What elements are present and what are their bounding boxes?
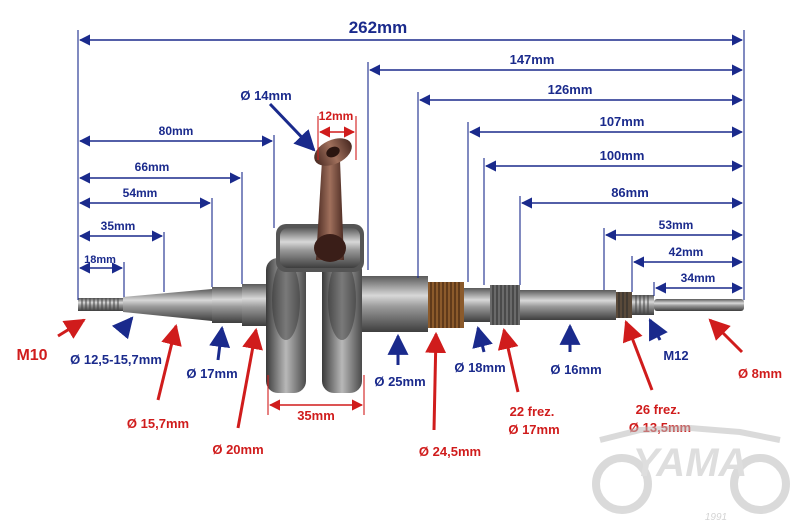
- callout-d8: Ø 8mm: [738, 366, 782, 381]
- callout-m10: M10: [16, 347, 47, 364]
- label-147: 147mm: [510, 52, 555, 67]
- callout-m12: M12: [663, 348, 688, 363]
- label-54: 54mm: [123, 186, 158, 200]
- logo-text: YAMA: [633, 441, 748, 485]
- label-126: 126mm: [548, 82, 593, 97]
- pointer-d157: [156, 323, 182, 401]
- callout-d157: Ø 15,7mm: [127, 416, 189, 431]
- callout-spline22-count: 22 frez.: [510, 404, 555, 419]
- label-80: 80mm: [159, 124, 194, 138]
- label-42: 42mm: [669, 245, 704, 259]
- label-total: 262mm: [349, 18, 408, 37]
- label-35: 35mm: [101, 219, 136, 233]
- crankshaft-illustration: [78, 138, 744, 393]
- pointer-d8: [708, 318, 744, 354]
- label-rod-width: 12mm: [319, 109, 354, 123]
- callout-d245: Ø 24,5mm: [419, 444, 481, 459]
- callout-spline22-diameter: Ø 17mm: [508, 422, 559, 437]
- pointer-m10: [57, 318, 86, 339]
- label-107: 107mm: [600, 114, 645, 129]
- label-18: 18mm: [84, 254, 116, 266]
- callout-journal17: Ø 17mm: [186, 366, 237, 381]
- pointer-spline26: [622, 320, 654, 391]
- callout-journal18: Ø 18mm: [454, 360, 505, 375]
- pointer-d245: [425, 331, 447, 431]
- label-100: 100mm: [600, 148, 645, 163]
- label-53: 53mm: [659, 218, 694, 232]
- callout-d20: Ø 20mm: [212, 442, 263, 457]
- extension-lines: [77, 30, 745, 300]
- logo-year: 1991: [705, 512, 727, 523]
- label-86: 86mm: [611, 185, 649, 200]
- label-34: 34mm: [681, 271, 716, 285]
- pointer-d20: [236, 327, 263, 429]
- label-66: 66mm: [135, 160, 170, 174]
- callout-journal16: Ø 16mm: [550, 362, 601, 377]
- callout-spline26-count: 26 frez.: [636, 402, 681, 417]
- callout-rod-end: Ø 14mm: [240, 88, 291, 103]
- callout-journal25: Ø 25mm: [374, 374, 425, 389]
- pointer-spline22: [497, 327, 520, 393]
- pointer-m12: [648, 318, 668, 342]
- label-web-width: 35mm: [297, 408, 335, 423]
- callout-taper: Ø 12,5-15,7mm: [70, 352, 162, 367]
- pointer-taper: [111, 316, 134, 340]
- pointer-journal17: [209, 325, 231, 361]
- pointer-journal18: [472, 325, 493, 353]
- pointer-rod-end: [268, 102, 316, 152]
- yama-logo: YAMA 1991: [592, 424, 790, 523]
